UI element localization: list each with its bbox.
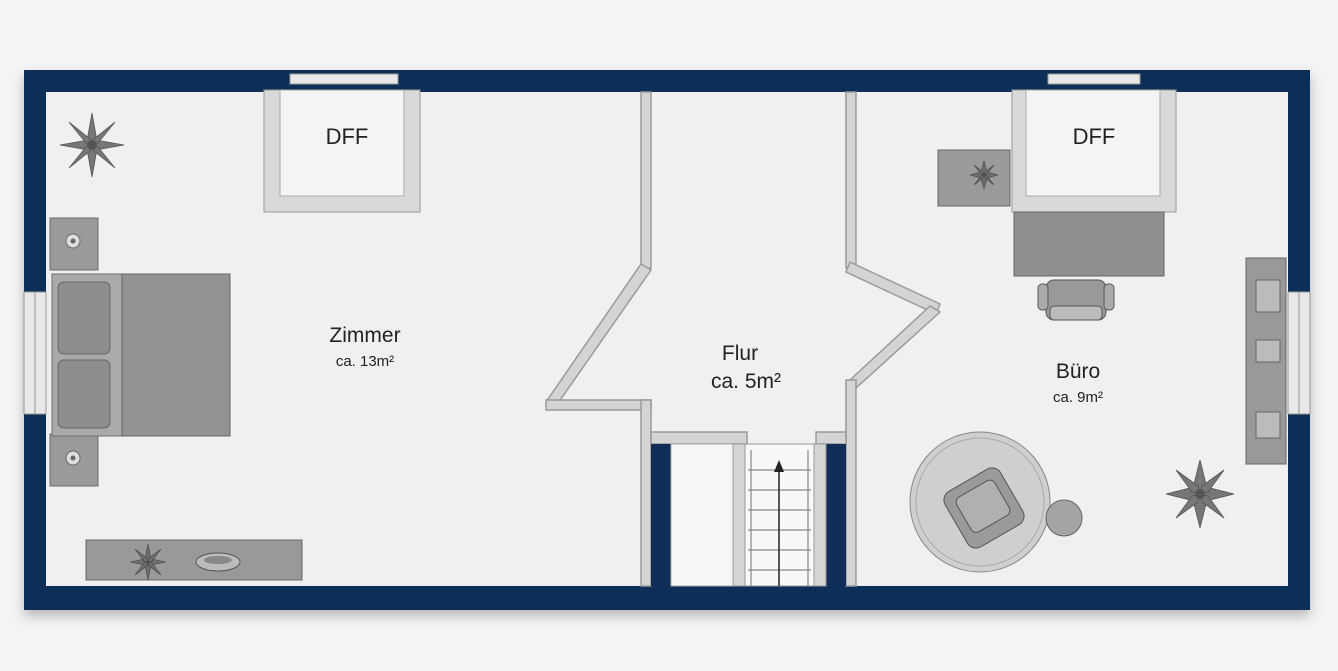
shelf <box>1245 257 1287 465</box>
stair-direction-arrow-icon <box>774 460 784 472</box>
desk <box>1013 211 1165 277</box>
skylight-left: DFF <box>263 73 421 213</box>
bed <box>51 273 231 437</box>
buero-name: Büro <box>1056 360 1100 383</box>
stair-wall-left <box>651 444 671 586</box>
buero-plant <box>1165 459 1235 529</box>
skylight-right: DFF <box>1011 73 1177 213</box>
skylight-left-label: DFF <box>326 124 369 149</box>
zimmer-area: ca. 13m² <box>336 353 394 370</box>
side-table <box>937 149 1011 207</box>
nightstand-bottom <box>49 433 99 487</box>
desk-chair <box>1037 279 1115 321</box>
left-window <box>23 291 47 415</box>
zimmer-name: Zimmer <box>329 324 400 347</box>
round-side-table <box>1045 499 1083 537</box>
interior-walls <box>544 91 942 587</box>
flur-name: Flur <box>722 342 758 365</box>
flur-area: ca. 5m² <box>711 370 781 393</box>
staircase <box>670 443 827 587</box>
buero-area: ca. 9m² <box>1053 389 1103 406</box>
right-window <box>1287 291 1311 415</box>
nightstand-top <box>49 217 99 271</box>
sideboard <box>85 539 303 581</box>
stair-wall-right <box>826 444 846 586</box>
skylight-right-label: DFF <box>1073 124 1116 149</box>
zimmer-plant <box>59 112 125 178</box>
rug-armchair <box>909 431 1083 573</box>
